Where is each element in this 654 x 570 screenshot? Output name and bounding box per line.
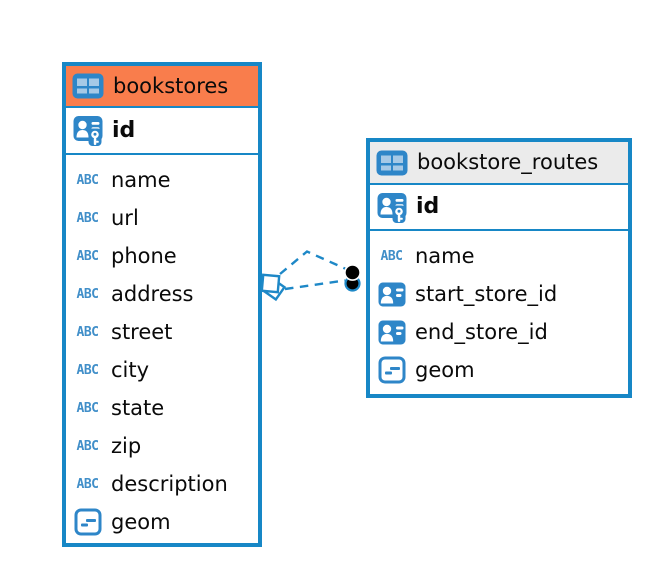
text-type-icon: ABC bbox=[76, 324, 99, 340]
column-row-start-store-id[interactable]: start_store_id bbox=[370, 275, 628, 313]
text-type-icon: ABC bbox=[76, 172, 99, 188]
table-icon bbox=[72, 73, 104, 99]
relationship-squares-marker bbox=[260, 273, 287, 302]
table-title: bookstores bbox=[113, 73, 229, 98]
text-type-icon: ABC bbox=[76, 362, 99, 378]
column-row-zip[interactable]: ABC zip bbox=[66, 427, 258, 465]
table-icon bbox=[376, 150, 408, 176]
column-name: state bbox=[111, 395, 165, 420]
column-row-city[interactable]: ABC city bbox=[66, 351, 258, 389]
column-row-name[interactable]: ABC name bbox=[66, 161, 258, 199]
text-type-icon: ABC bbox=[76, 248, 99, 264]
column-row-address[interactable]: ABC address bbox=[66, 275, 258, 313]
table-bookstores[interactable]: bookstores id A bbox=[62, 62, 262, 547]
column-name: geom bbox=[111, 509, 171, 534]
column-name: url bbox=[111, 205, 139, 230]
column-name: geom bbox=[415, 357, 475, 382]
column-name: end_store_id bbox=[415, 319, 548, 344]
column-name: start_store_id bbox=[415, 281, 558, 306]
column-name: description bbox=[111, 471, 228, 496]
primary-key-icon bbox=[72, 115, 103, 146]
text-type-icon: ABC bbox=[76, 476, 99, 492]
geometry-type-icon bbox=[72, 508, 103, 536]
column-name: zip bbox=[111, 433, 142, 458]
column-list: ABC name ABC url ABC phone ABC address A… bbox=[66, 155, 258, 541]
primary-key-name: id bbox=[112, 117, 136, 143]
column-row-url[interactable]: ABC url bbox=[66, 199, 258, 237]
relationship-dot-marker bbox=[344, 264, 361, 292]
text-type-icon: ABC bbox=[380, 248, 403, 264]
table-bookstore-routes[interactable]: bookstore_routes id bbox=[366, 138, 632, 398]
column-name: name bbox=[111, 167, 171, 192]
primary-key-icon bbox=[376, 192, 407, 223]
reference-type-icon bbox=[376, 282, 407, 307]
column-row-id[interactable]: id bbox=[370, 185, 628, 231]
text-type-icon: ABC bbox=[76, 400, 99, 416]
reference-type-icon bbox=[376, 320, 407, 345]
column-row-state[interactable]: ABC state bbox=[66, 389, 258, 427]
column-name: name bbox=[415, 243, 475, 268]
column-name: address bbox=[111, 281, 194, 306]
column-row-geom[interactable]: geom bbox=[66, 503, 258, 541]
column-name: phone bbox=[111, 243, 177, 268]
column-row-description[interactable]: ABC description bbox=[66, 465, 258, 503]
table-title: bookstore_routes bbox=[417, 150, 599, 174]
table-header-bookstores[interactable]: bookstores bbox=[66, 66, 258, 108]
column-row-street[interactable]: ABC street bbox=[66, 313, 258, 351]
column-row-id[interactable]: id bbox=[66, 108, 258, 155]
relationship-line-upper[interactable] bbox=[279, 250, 347, 275]
column-name: city bbox=[111, 357, 150, 382]
column-row-geom[interactable]: geom bbox=[370, 351, 628, 389]
table-header-bookstore-routes[interactable]: bookstore_routes bbox=[370, 142, 628, 185]
column-row-end-store-id[interactable]: end_store_id bbox=[370, 313, 628, 351]
column-row-phone[interactable]: ABC phone bbox=[66, 237, 258, 275]
column-name: street bbox=[111, 319, 173, 344]
geometry-type-icon bbox=[376, 356, 407, 384]
text-type-icon: ABC bbox=[76, 438, 99, 454]
relationship-line-lower[interactable] bbox=[284, 279, 346, 291]
column-list: ABC name start_store_id bbox=[370, 231, 628, 389]
primary-key-name: id bbox=[416, 194, 440, 219]
text-type-icon: ABC bbox=[76, 210, 99, 226]
text-type-icon: ABC bbox=[76, 286, 99, 302]
column-row-name[interactable]: ABC name bbox=[370, 237, 628, 275]
